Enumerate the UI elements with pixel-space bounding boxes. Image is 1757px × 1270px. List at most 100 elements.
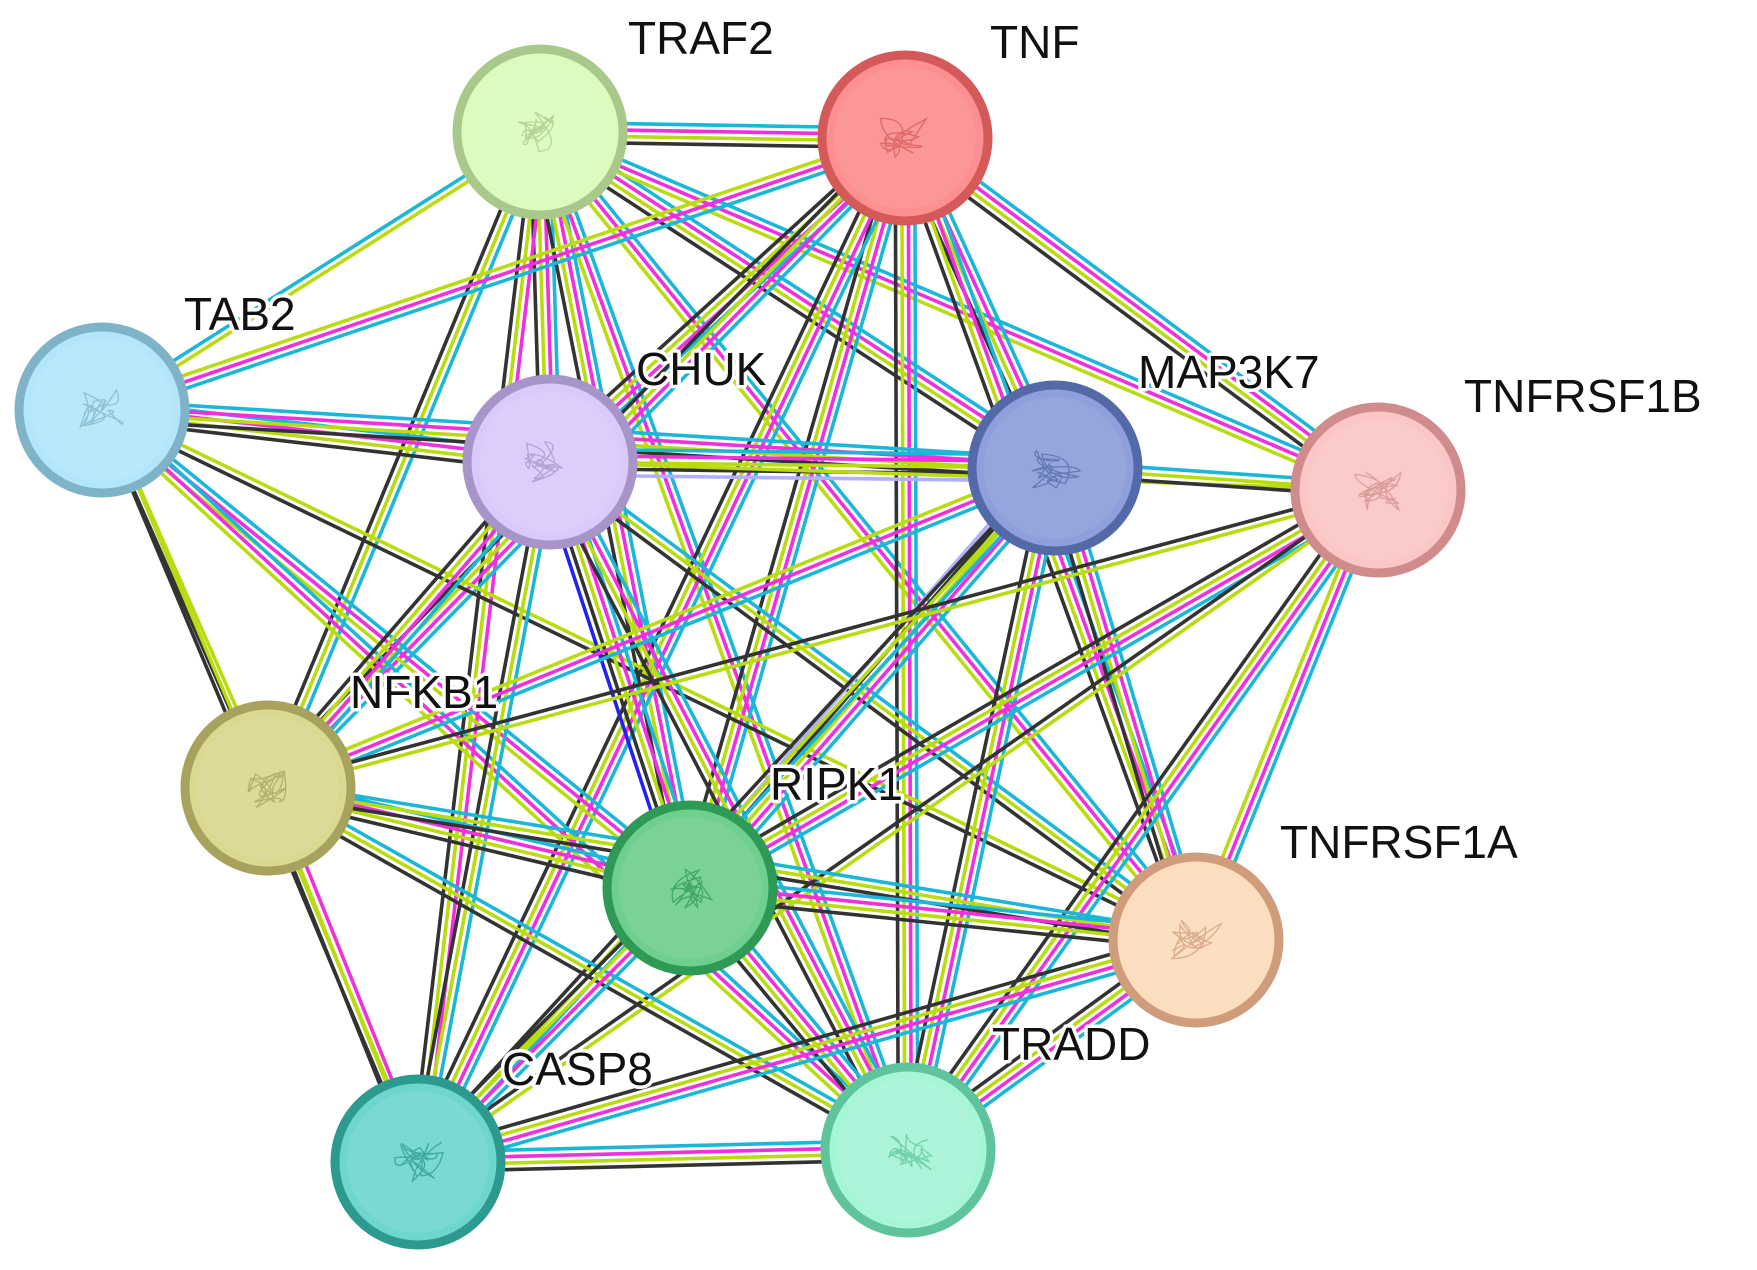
edge-line-database <box>914 493 1388 1158</box>
edge-line-experiment <box>693 470 1062 895</box>
edge-line-textmining <box>548 460 1198 942</box>
edge-line-experiment <box>417 941 1199 1167</box>
node-label-ripk1: RIPK1 <box>770 758 903 810</box>
edge-line-coexpression <box>896 464 1048 1150</box>
edge-line-textmining <box>98 130 905 406</box>
edge-line-database <box>544 127 916 1150</box>
edge-line-textmining <box>685 135 904 889</box>
edge-line-experiment <box>909 466 1060 1153</box>
edge-line-textmining <box>416 130 542 1164</box>
edge-line-coexpression <box>414 485 1378 1162</box>
node-tnf[interactable] <box>817 50 993 226</box>
edge-line-database <box>552 454 1202 937</box>
node-ripk1[interactable] <box>602 800 778 976</box>
edge-line-database <box>425 140 916 1168</box>
edge-line-coexpression <box>683 479 1375 882</box>
edge-line-coexpression <box>532 138 1052 478</box>
edge-line-coexpression <box>98 411 1197 945</box>
edge-line-experiment <box>538 130 910 1152</box>
node-highlight <box>479 391 621 533</box>
edge-tab2-tnfrsf1a <box>98 405 1200 945</box>
node-nfkb1[interactable] <box>180 700 356 876</box>
edge-line-experiment <box>100 408 910 1152</box>
edge-line-database <box>418 947 1201 1174</box>
node-circle[interactable] <box>1290 402 1466 578</box>
node-tradd[interactable] <box>820 1062 996 1238</box>
protein-structure-icon <box>1354 471 1402 512</box>
node-circle[interactable] <box>180 700 356 876</box>
edge-line-experiment <box>539 127 1059 468</box>
edge-line-coexpression <box>407 132 898 1160</box>
edge-line-coexpression <box>897 144 1374 500</box>
edge-line-textmining <box>901 138 1378 495</box>
edge-line-textmining <box>535 136 1378 498</box>
node-chuk[interactable] <box>462 374 638 550</box>
edge-line-database <box>268 472 1060 796</box>
edge-tnfrsf1b-tradd <box>898 482 1388 1158</box>
node-circle[interactable] <box>330 1074 506 1250</box>
edge-line-experiment <box>419 137 910 1166</box>
edge-tnf-tnfrsf1b <box>897 128 1386 500</box>
edge-tnf-tab2 <box>98 130 909 418</box>
edge-line-coexpression <box>265 485 1379 787</box>
edge-tnfrsf1b-ripk1 <box>683 479 1385 899</box>
edge-line-database <box>269 780 914 1147</box>
edge-traf2-tradd <box>532 127 916 1155</box>
edge-line-textmining <box>532 132 904 1155</box>
node-circle[interactable] <box>817 50 993 226</box>
edge-nfkb1-tradd <box>262 780 914 1158</box>
protein-structure-icon <box>79 388 124 429</box>
edge-line-experiment <box>908 490 1383 1154</box>
node-label-map3k7: MAP3K7 <box>1138 346 1320 398</box>
node-highlight <box>834 67 976 209</box>
edge-line-experiment <box>689 491 1382 893</box>
node-highlight <box>197 717 339 859</box>
node-casp8[interactable] <box>330 1074 506 1250</box>
protein-structure-icon <box>524 441 563 483</box>
protein-structure-icon <box>1170 919 1223 960</box>
edge-line-textmining <box>418 490 1382 1167</box>
edge-line-database <box>697 138 917 893</box>
edge-line-coexpression <box>893 136 901 1152</box>
edge-traf2-nfkb1 <box>260 127 548 793</box>
edge-line-textmining <box>415 935 1197 1161</box>
edge-line-coexpression <box>262 791 907 1158</box>
edge-line-textmining <box>266 130 542 790</box>
edge-line-coexpression <box>544 465 1194 948</box>
edge-line-database <box>272 132 548 793</box>
edge-line-database <box>909 128 1386 484</box>
node-circle[interactable] <box>967 380 1143 556</box>
node-label-tab2: TAB2 <box>184 288 296 340</box>
node-label-tnfrsf1a: TNFRSF1A <box>1280 816 1518 868</box>
node-highlight <box>1307 419 1449 561</box>
node-label-chuk: CHUK <box>636 343 767 395</box>
node-tab2[interactable] <box>14 322 190 498</box>
edge-line-textmining <box>416 460 552 1164</box>
edge-line-textmining <box>101 405 1200 939</box>
edge-line-coexpression <box>260 127 536 788</box>
node-label-tradd: TRADD <box>992 1018 1150 1070</box>
node-highlight <box>984 397 1126 539</box>
protein-structure-icon <box>394 1141 444 1183</box>
edge-tab2-tradd <box>95 403 915 1157</box>
node-map3k7[interactable] <box>967 380 1143 556</box>
node-label-traf2: TRAF2 <box>628 12 774 64</box>
node-tnfrsf1a[interactable] <box>1108 852 1284 1028</box>
edge-line-textmining <box>686 485 1379 887</box>
edge-map3k7-nfkb1 <box>263 460 1060 796</box>
node-circle[interactable] <box>462 374 638 550</box>
node-tnfrsf1b[interactable] <box>1290 402 1466 578</box>
edge-line-coexpression <box>898 482 1372 1147</box>
edge-line-textmining <box>266 786 910 1152</box>
node-label-nfkb1: NFKB1 <box>350 666 498 718</box>
edge-line-coexpression <box>409 458 546 1163</box>
edge-line-database <box>543 126 1203 938</box>
protein-structure-icon <box>1031 449 1082 489</box>
node-highlight <box>347 1091 489 1233</box>
edge-line-experiment <box>100 136 907 412</box>
edge-line-textmining <box>267 491 1381 793</box>
edge-line-experiment <box>691 137 910 891</box>
node-traf2[interactable] <box>452 44 628 220</box>
edge-line-database <box>698 474 1067 899</box>
